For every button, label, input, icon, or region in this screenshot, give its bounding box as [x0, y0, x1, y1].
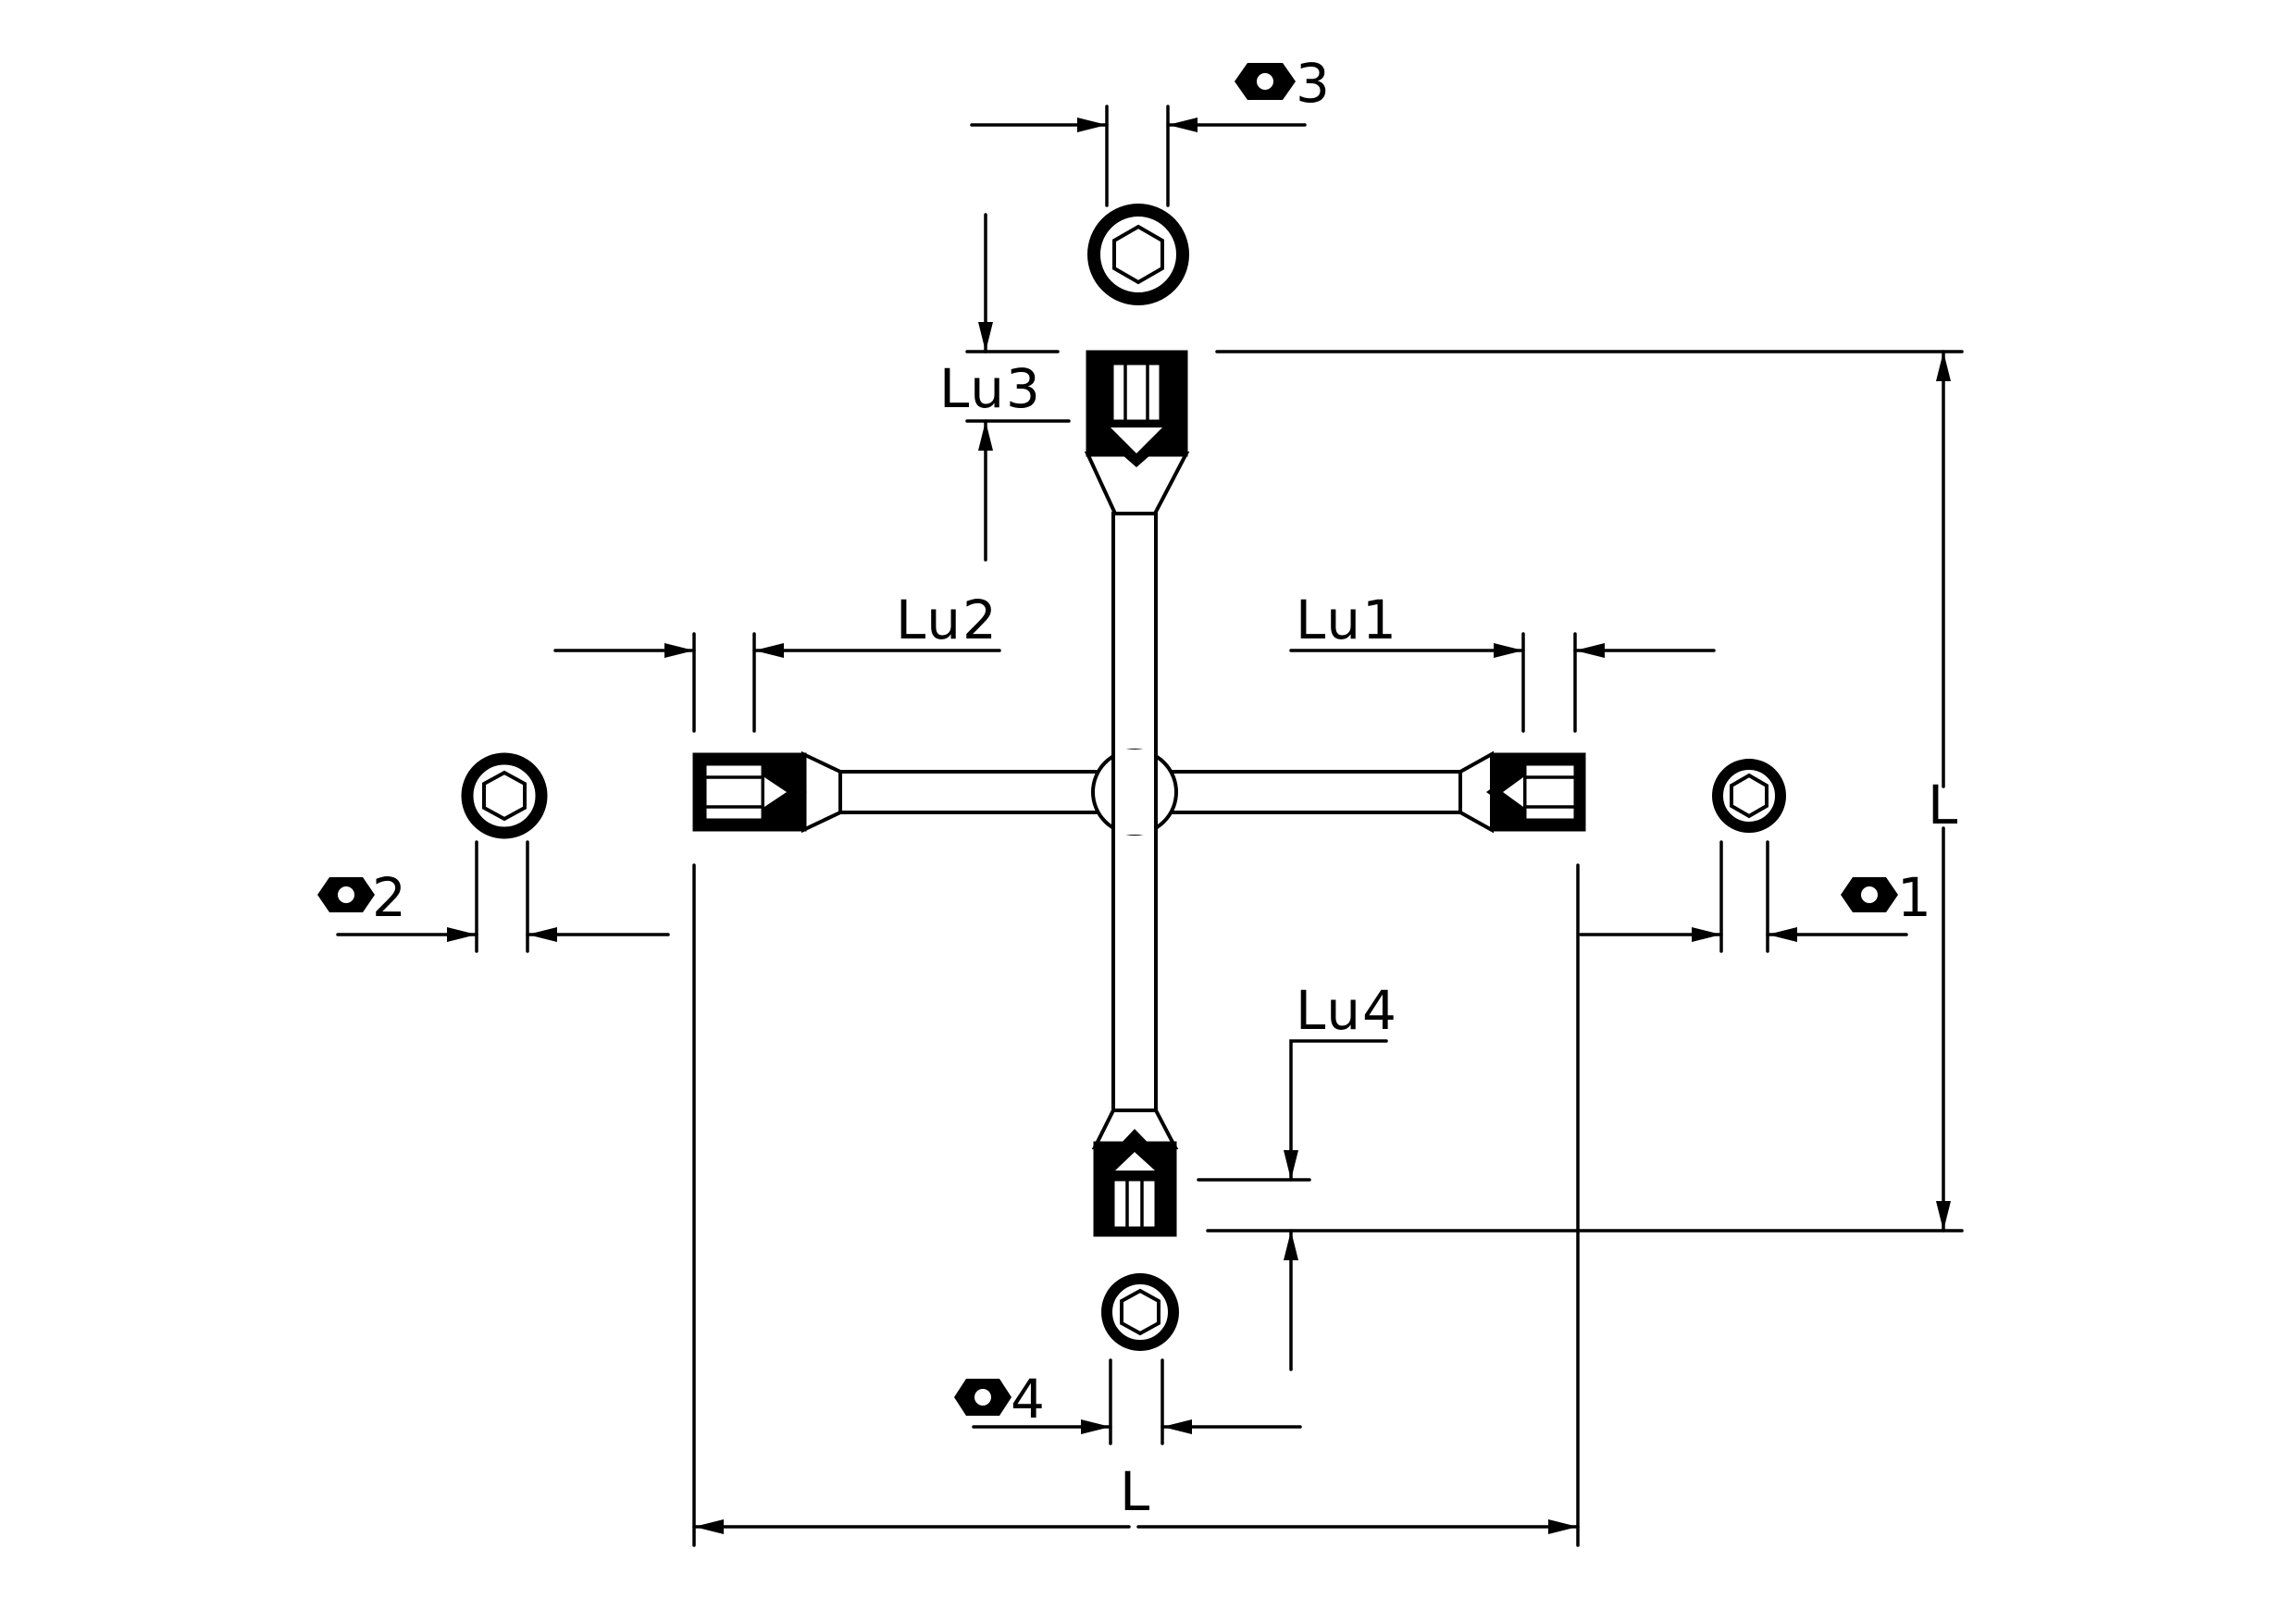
- lu4-label: Lu4: [1296, 979, 1398, 1042]
- hex-socket-icon: [1712, 759, 1786, 833]
- hex1-label: 1: [1897, 866, 1933, 929]
- dim-hex4: 4: [954, 1358, 1302, 1445]
- lu3-label: Lu3: [939, 357, 1042, 420]
- socket-right: [1458, 750, 1586, 834]
- dim-hex1: 1: [1579, 840, 1933, 953]
- hex-nut-icon: [317, 877, 375, 912]
- hex-nut-icon: [1235, 63, 1296, 100]
- lu1-label: Lu1: [1296, 588, 1398, 651]
- dim-length-horizontal: L: [692, 863, 1580, 1547]
- dim-length-vertical: L: [1206, 350, 1964, 1233]
- hex-nut-icon: [1841, 877, 1898, 912]
- dim-lu2: Lu2: [553, 588, 1001, 733]
- hex3-label: 3: [1296, 52, 1332, 115]
- hex4-label: 4: [1011, 1368, 1047, 1431]
- socket-left: [692, 750, 842, 834]
- cross-wrench: [692, 350, 1586, 1237]
- socket-top: [1084, 350, 1190, 515]
- hex-nut-icon: [954, 1379, 1011, 1416]
- hex2-label: 2: [372, 866, 408, 929]
- hex-socket-icon: [1087, 204, 1189, 305]
- dim-hex2: 2: [317, 840, 670, 953]
- length-vertical-label: L: [1928, 774, 1959, 836]
- lu2-label: Lu2: [896, 588, 999, 651]
- hex-socket-icon: [461, 752, 548, 839]
- dim-lu4: Lu4: [1197, 979, 1398, 1371]
- dim-lu3: Lu3: [939, 213, 1071, 562]
- dim-lu1: Lu1: [1289, 588, 1716, 733]
- length-horizontal-label: L: [1120, 1460, 1151, 1523]
- hex-socket-icon: [1101, 1273, 1179, 1351]
- dim-hex3: 3: [970, 52, 1332, 207]
- socket-bottom: [1091, 1109, 1179, 1237]
